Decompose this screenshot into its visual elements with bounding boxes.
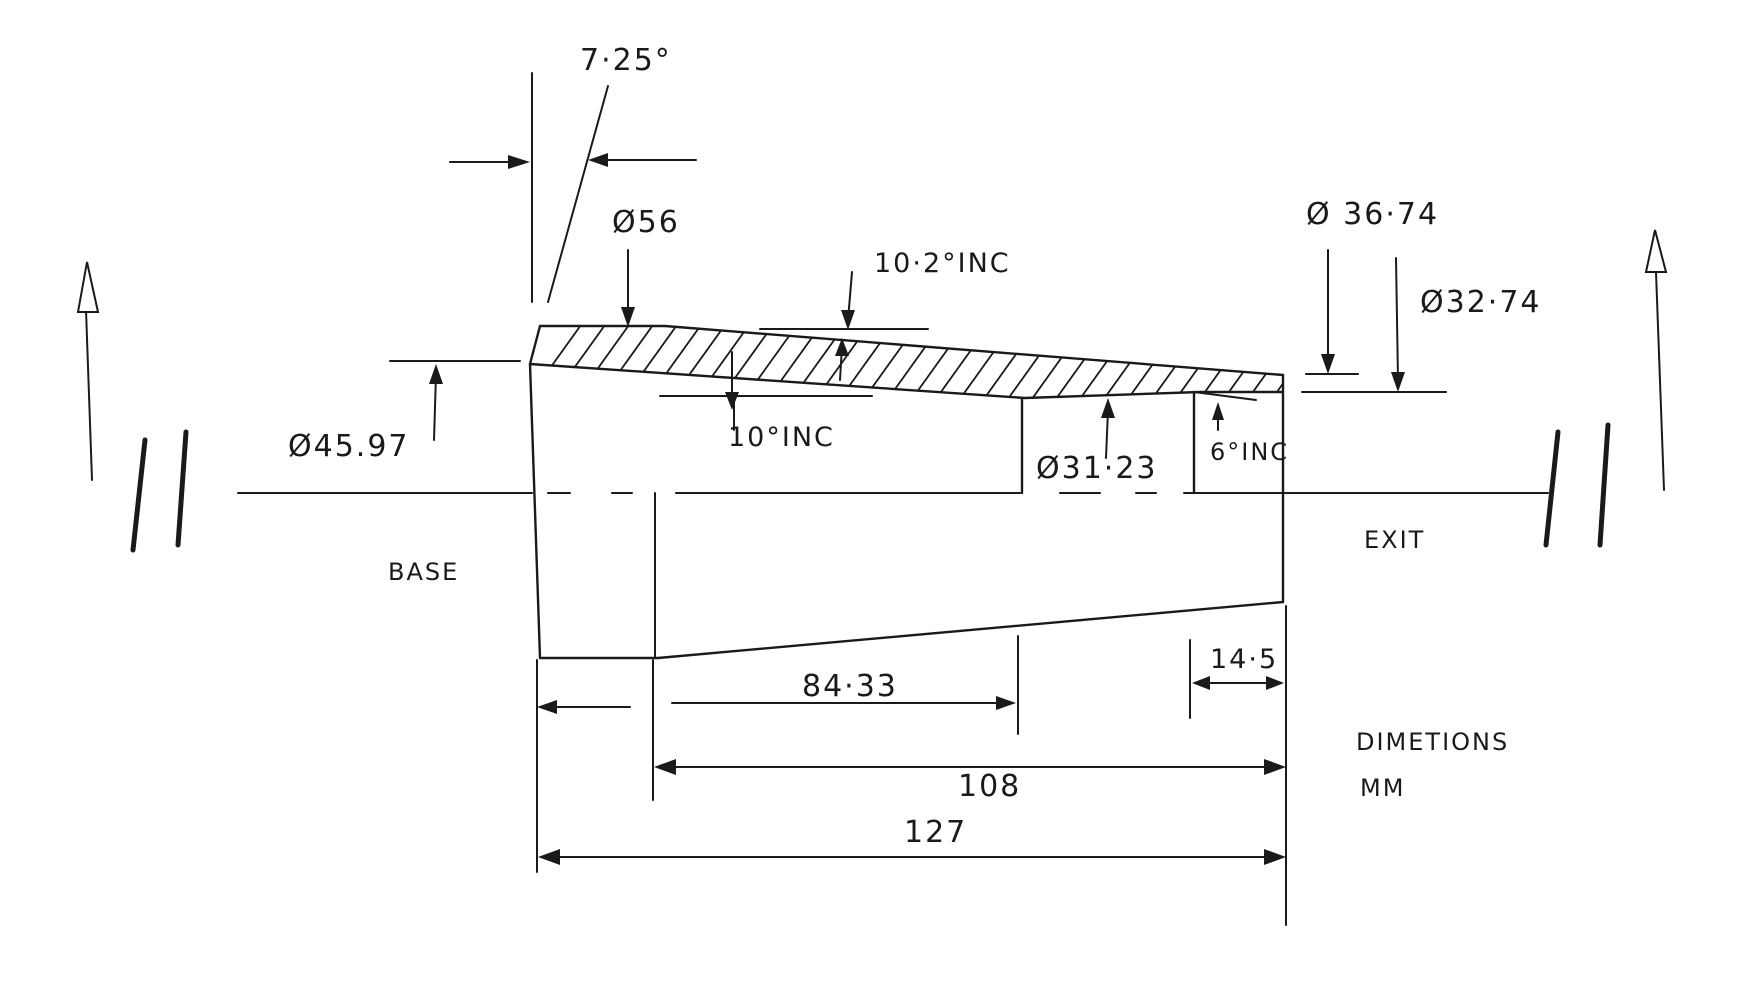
left-break-mark bbox=[130, 429, 189, 553]
dim-127 bbox=[538, 849, 1286, 865]
label-angle-10: 10°INC bbox=[728, 422, 835, 453]
hatch-line bbox=[1312, 318, 1378, 410]
label-dia-32-74: Ø32·74 bbox=[1420, 285, 1542, 320]
label-dia-45-97: Ø45.97 bbox=[288, 429, 410, 464]
left-flow-arrow bbox=[76, 261, 100, 481]
dim-108 bbox=[654, 759, 1286, 775]
hatch-line bbox=[1239, 326, 1283, 398]
label-angle-6: 6°INC bbox=[1210, 438, 1289, 466]
hatch-line bbox=[1263, 326, 1283, 398]
hatched-section bbox=[530, 318, 1378, 410]
dia-56-leader bbox=[621, 249, 635, 327]
right-flow-arrow bbox=[1644, 229, 1668, 491]
label-angle-10-2: 10·2°INC bbox=[874, 248, 1011, 279]
angle-6-leader bbox=[1212, 402, 1224, 431]
angle-10-2-leader bbox=[759, 271, 929, 381]
label-units-line2: MM bbox=[1360, 774, 1405, 802]
dimension-extension-lines bbox=[536, 605, 1287, 926]
label-len-14-5: 14·5 bbox=[1210, 644, 1278, 675]
label-angle-7-25: 7·25° bbox=[580, 43, 672, 78]
dia-31-23-leader bbox=[1101, 398, 1115, 459]
dim-14-5 bbox=[1192, 676, 1284, 690]
dia-32-74-leader bbox=[1301, 257, 1447, 393]
label-len-127: 127 bbox=[904, 815, 967, 850]
label-dia-56: Ø56 bbox=[612, 205, 680, 240]
label-dia-31-23: Ø31·23 bbox=[1036, 451, 1158, 486]
label-units-line1: DIMETIONS bbox=[1356, 728, 1509, 756]
dia-36-74-leader bbox=[1305, 249, 1359, 375]
label-exit: EXIT bbox=[1364, 526, 1425, 554]
label-dia-36-74: Ø 36·74 bbox=[1306, 197, 1439, 232]
right-break-mark bbox=[1543, 422, 1611, 548]
label-len-84-33: 84·33 bbox=[802, 669, 898, 704]
part-outline bbox=[528, 324, 1285, 660]
label-len-108: 108 bbox=[958, 769, 1021, 804]
dia-45-97-leader bbox=[389, 360, 521, 441]
angle-7-25-callout bbox=[449, 72, 697, 303]
dim-84-33 bbox=[537, 696, 1016, 714]
hatch-line bbox=[1288, 318, 1354, 410]
label-base: BASE bbox=[388, 558, 459, 586]
angle-10-leader bbox=[659, 351, 873, 431]
